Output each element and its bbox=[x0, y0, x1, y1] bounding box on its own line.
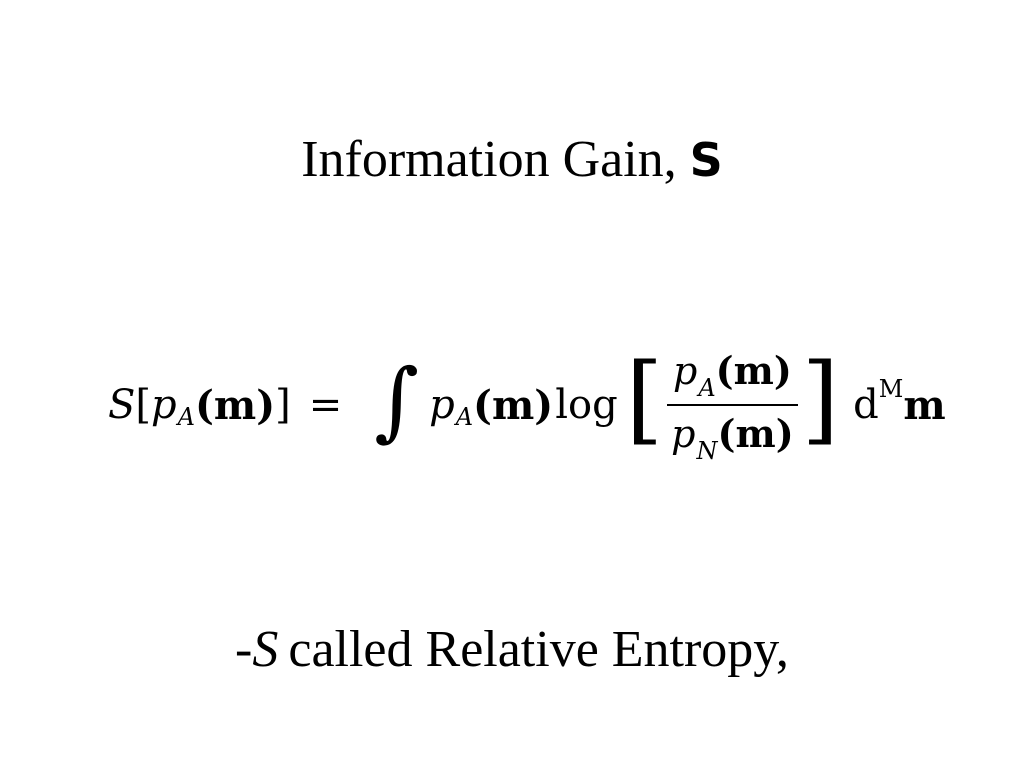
equals-sign: = bbox=[308, 382, 343, 428]
integrand-arg: (m) bbox=[473, 381, 554, 429]
log-function: log bbox=[555, 382, 618, 428]
slide-title: Information Gain, S bbox=[0, 128, 1024, 192]
ratio-fraction: pA(m) pN(m) bbox=[665, 347, 800, 465]
denominator-arg: (m) bbox=[717, 411, 794, 456]
title-text: Information Gain, bbox=[301, 131, 690, 188]
big-close-bracket: ] bbox=[801, 343, 840, 455]
denominator-p: p bbox=[671, 412, 696, 456]
denominator-sub-n: N bbox=[696, 437, 718, 465]
lhs-symbol: S bbox=[108, 382, 136, 428]
integrand-sub-a: A bbox=[455, 403, 474, 431]
lhs-arg: (m) bbox=[194, 381, 276, 429]
fraction-numerator: pA(m) bbox=[667, 347, 798, 406]
title-symbol: S bbox=[689, 133, 723, 187]
caption-text: called Relative Entropy, bbox=[288, 621, 789, 678]
caption-symbol: S bbox=[252, 621, 279, 678]
lhs-sub-a: A bbox=[177, 403, 195, 431]
integrand-p: p bbox=[429, 382, 455, 428]
numerator-sub-a: A bbox=[698, 374, 716, 402]
dimension-superscript: M bbox=[878, 375, 904, 403]
numerator-arg: (m) bbox=[715, 348, 792, 393]
differential-d: d bbox=[853, 382, 879, 428]
lhs-open-bracket: [ bbox=[135, 382, 152, 428]
lhs-close-bracket: ] bbox=[275, 382, 291, 428]
integral-sign: ∫ bbox=[374, 351, 420, 451]
fraction-denominator: pN(m) bbox=[665, 406, 800, 465]
numerator-p: p bbox=[673, 349, 698, 393]
big-open-bracket: [ bbox=[625, 343, 664, 455]
differential-m: m bbox=[903, 381, 946, 429]
caption-prefix: - bbox=[235, 621, 253, 678]
lhs-p: p bbox=[151, 382, 177, 428]
